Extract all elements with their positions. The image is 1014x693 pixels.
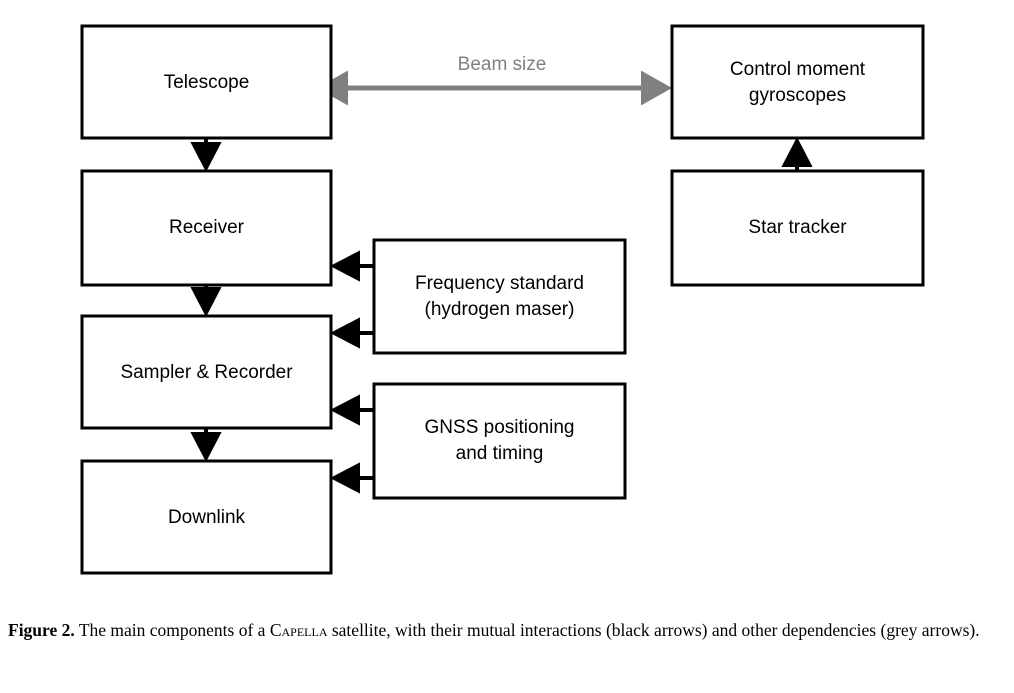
receiver-label: Receiver	[169, 217, 245, 238]
node-sampler-recorder[interactable]: Sampler & Recorder	[80, 314, 333, 430]
telescope-label: Telescope	[164, 72, 250, 93]
node-gnss[interactable]: GNSS positioning and timing	[372, 382, 627, 500]
sampler-recorder-label: Sampler & Recorder	[120, 362, 293, 383]
frequency-standard-box[interactable]	[372, 238, 627, 355]
node-control-moment-gyroscopes[interactable]: Control moment gyroscopes	[670, 24, 925, 140]
control-moment-gyroscopes-box[interactable]	[670, 24, 925, 140]
node-telescope[interactable]: Telescope	[80, 24, 333, 140]
node-frequency-standard[interactable]: Frequency standard (hydrogen maser)	[372, 238, 627, 355]
star-tracker-label: Star tracker	[748, 217, 847, 238]
caption-text-part2: satellite, with their mutual interaction…	[327, 620, 980, 640]
block-diagram: Beam size Telescope Receiver	[80, 24, 925, 575]
control-moment-gyroscopes-label-line1: Control moment	[730, 59, 866, 80]
telescope-box[interactable]	[80, 24, 333, 140]
figure-number: Figure 2.	[8, 620, 75, 640]
figure-caption: Figure 2. The main components of a Capel…	[8, 618, 1004, 643]
node-receiver[interactable]: Receiver	[80, 169, 333, 287]
frequency-standard-label-line2: (hydrogen maser)	[425, 299, 575, 320]
node-star-tracker[interactable]: Star tracker	[670, 169, 925, 287]
node-downlink[interactable]: Downlink	[80, 459, 333, 575]
gnss-label-line2: and timing	[456, 443, 544, 464]
caption-text-part1: The main components of a	[74, 620, 270, 640]
gnss-box[interactable]	[372, 382, 627, 500]
downlink-label: Downlink	[168, 507, 246, 528]
beam-size-label: Beam size	[458, 54, 547, 75]
star-tracker-box[interactable]	[670, 169, 925, 287]
sampler-recorder-box[interactable]	[80, 314, 333, 430]
downlink-box[interactable]	[80, 459, 333, 575]
edge-beam-size: Beam size	[317, 54, 673, 106]
caption-capella: Capella	[269, 620, 328, 640]
frequency-standard-label-line1: Frequency standard	[415, 273, 584, 294]
gnss-label-line1: GNSS positioning	[425, 417, 575, 438]
control-moment-gyroscopes-label-line2: gyroscopes	[749, 85, 846, 106]
receiver-box[interactable]	[80, 169, 333, 287]
